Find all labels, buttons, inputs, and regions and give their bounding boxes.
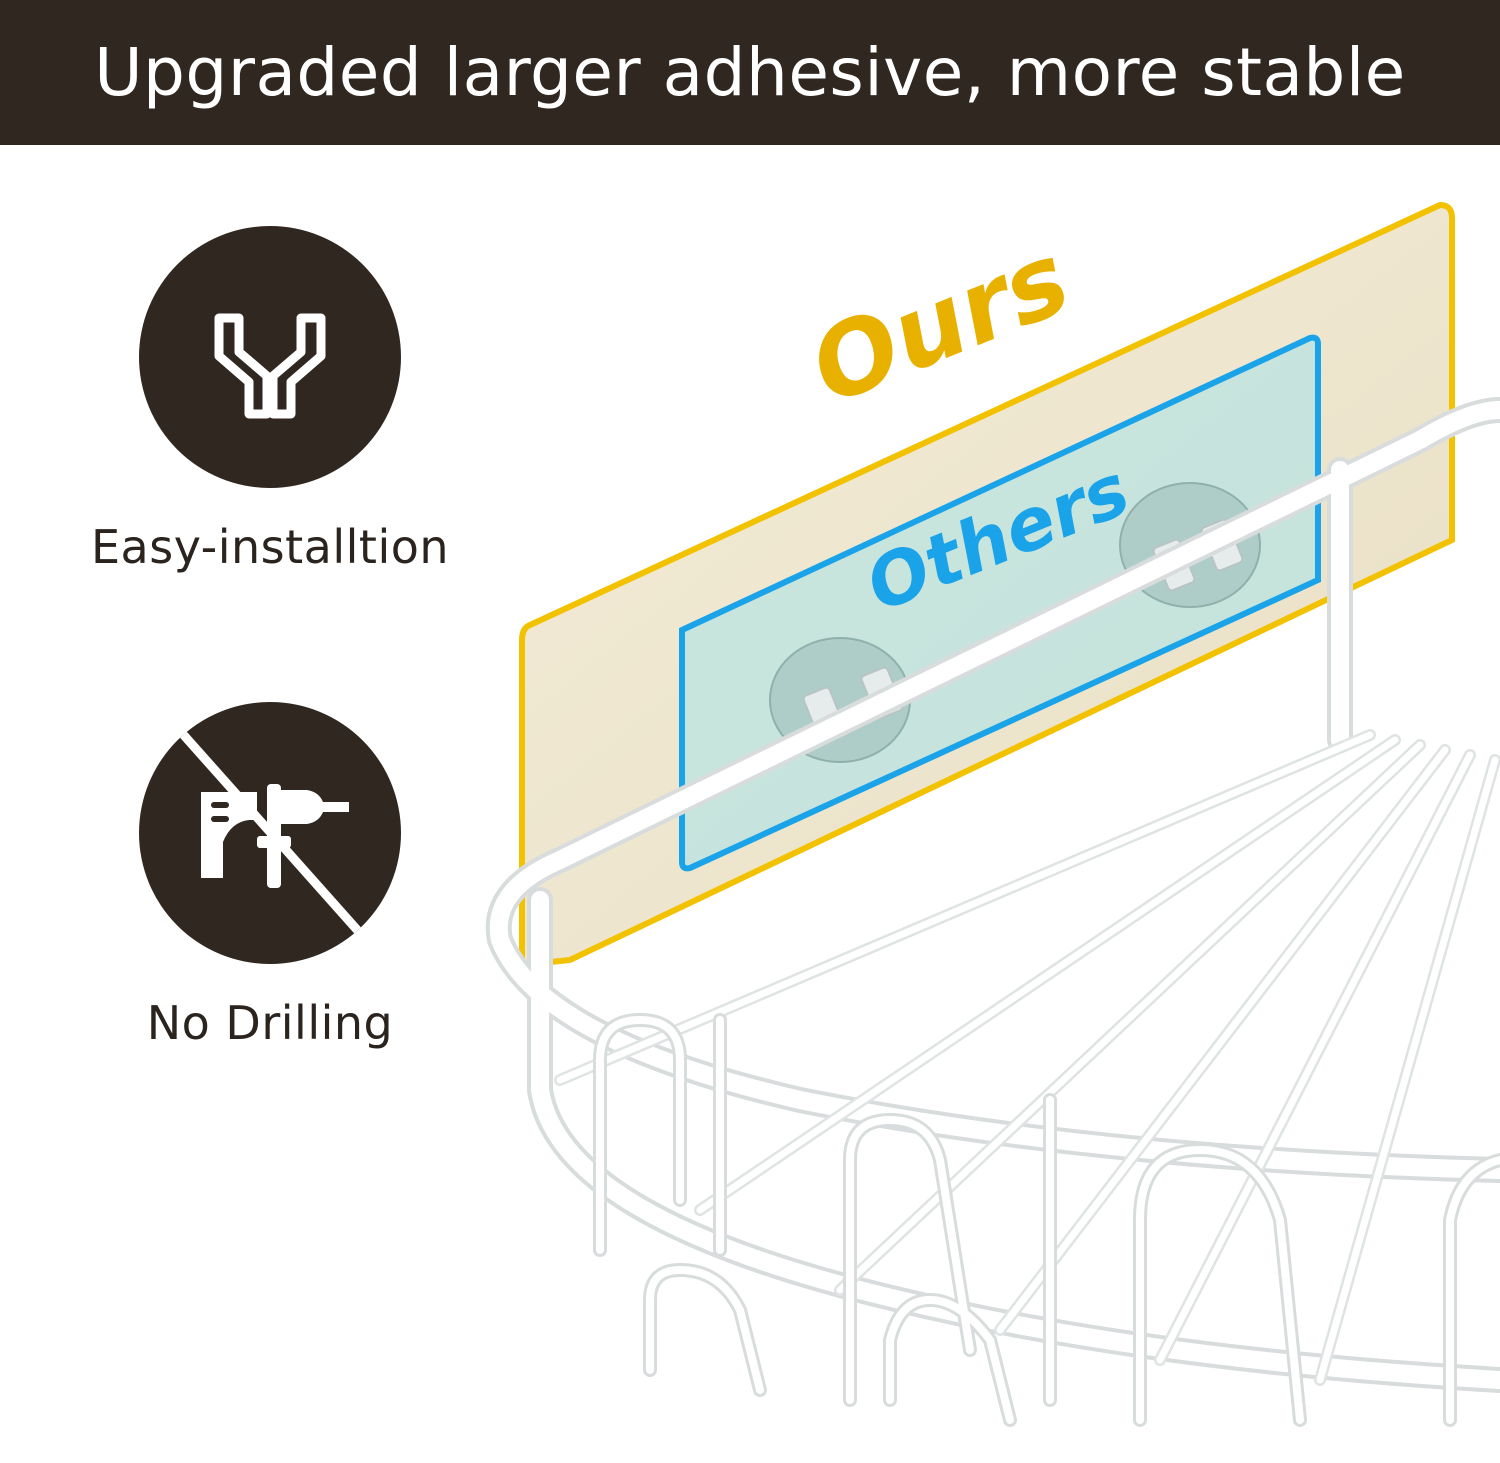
product-illustration: Ours Others xyxy=(480,190,1500,1458)
feature-label: No Drilling xyxy=(146,996,394,1050)
header-banner: Upgraded larger adhesive, more stable xyxy=(0,0,1500,145)
banner-title: Upgraded larger adhesive, more stable xyxy=(94,34,1406,111)
feature-no-drilling: No Drilling xyxy=(40,702,500,1050)
feature-label: Easy-installtion xyxy=(90,520,450,574)
hands-icon xyxy=(139,226,401,488)
no-drill-icon xyxy=(139,702,401,964)
feature-easy-installation: Easy-installtion xyxy=(40,226,500,574)
